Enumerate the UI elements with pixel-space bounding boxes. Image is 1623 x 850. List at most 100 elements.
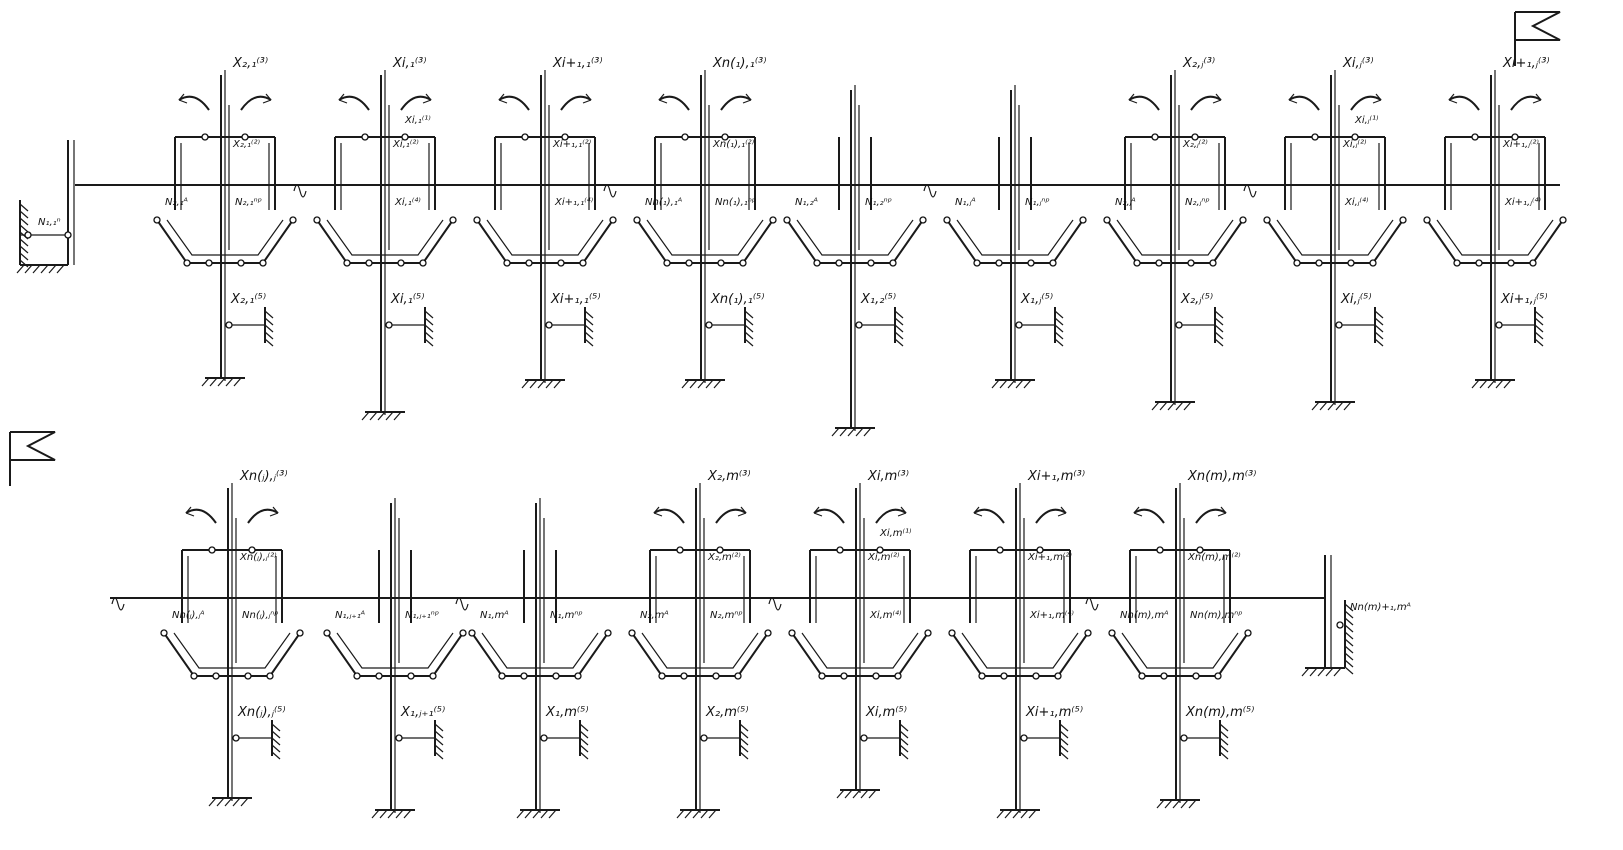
hinge-node: [1214, 672, 1222, 680]
hinge-node: [323, 629, 331, 637]
wall-support: [1059, 720, 1069, 760]
hinge-node: [1175, 321, 1183, 329]
label-n-right: Xi+₁,₁⁽⁴⁾: [554, 196, 594, 208]
hinge-node: [1103, 216, 1111, 224]
moment-arrow-icon: [178, 93, 210, 111]
label-x2: Xi,ⱼ⁽²⁾: [1342, 139, 1367, 150]
label-x2: Xi,₁⁽²⁾: [392, 139, 419, 150]
wall-support: [1344, 600, 1354, 675]
break-mark: [1085, 597, 1099, 611]
moment-arrow-icon: [1350, 93, 1382, 111]
label-n-right: N₁,₂ⁿᵖ: [865, 197, 892, 208]
hinge-node: [628, 629, 636, 637]
label-x2: Xn(₁),₁⁽²⁾: [712, 139, 755, 150]
hinge-node: [973, 259, 981, 267]
moment-arrow-icon: [813, 506, 845, 524]
label-n-right: N₂,₁ⁿᵖ: [235, 197, 262, 208]
moment-arrow-icon: [1510, 93, 1542, 111]
hinge-node: [1239, 216, 1247, 224]
hinge-node: [867, 259, 875, 267]
hinge-node: [712, 672, 720, 680]
hinge-node: [1315, 259, 1323, 267]
label-n-right: Nn(₁),₁ⁿᵖ: [715, 197, 756, 208]
hopper: [326, 632, 464, 677]
hinge-node: [375, 672, 383, 680]
hinge-node: [153, 216, 161, 224]
moment-arrow-icon: [338, 93, 370, 111]
hinge-node: [1529, 259, 1537, 267]
hinge-node: [1155, 259, 1163, 267]
wall-support: [744, 307, 754, 347]
hinge-node: [835, 259, 843, 267]
hinge-node: [241, 133, 249, 141]
moment-arrow-icon: [715, 506, 747, 524]
hopper: [631, 632, 769, 677]
label-x5: Xn(₁),₁⁽⁵⁾: [710, 292, 764, 307]
moment-arrow-icon: [875, 506, 907, 524]
hinge-node: [716, 546, 724, 554]
ground-support: [208, 797, 252, 807]
hopper: [336, 632, 454, 669]
moment-arrow-icon: [498, 93, 530, 111]
hinge-node: [64, 231, 72, 239]
hinge-node: [764, 629, 772, 637]
hinge-node: [840, 672, 848, 680]
ground-support: [996, 809, 1040, 819]
label-n-right: N₁,ⱼⁿᵖ: [1025, 197, 1050, 208]
hinge-node: [1453, 259, 1461, 267]
ground-support: [361, 411, 405, 421]
hinge-node: [468, 629, 476, 637]
hinge-node: [449, 216, 457, 224]
label-x3: Xi+₁,₁⁽³⁾: [552, 56, 603, 71]
hopper: [163, 632, 301, 677]
moment-arrow-icon: [653, 506, 685, 524]
hopper: [1266, 219, 1404, 264]
label-n-right: N₁,ⱼ₊₁ⁿᵖ: [405, 610, 439, 621]
hinge-node: [855, 321, 863, 329]
label-n-right: N₂,mⁿᵖ: [710, 610, 743, 621]
wall-support: [1214, 307, 1224, 347]
hinge-node: [237, 259, 245, 267]
hinge-node: [1054, 672, 1062, 680]
ground-support: [676, 809, 720, 819]
moment-arrow-icon: [1128, 93, 1160, 111]
ground-support: [16, 264, 68, 274]
hinge-node: [1293, 259, 1301, 267]
label-n-left: N₂,ⱼᴬ: [1115, 197, 1136, 208]
hinge-node: [783, 216, 791, 224]
label-x2: X₂,ⱼ⁽²⁾: [1182, 139, 1208, 150]
label-x5: Xi+₁,₁⁽⁵⁾: [550, 292, 601, 307]
hinge-node: [24, 231, 32, 239]
hinge-node: [681, 133, 689, 141]
wall-support: [899, 720, 909, 760]
hinge-node: [365, 259, 373, 267]
hopper: [486, 219, 604, 256]
hinge-node: [609, 216, 617, 224]
hinge-node: [353, 672, 361, 680]
hinge-node: [813, 259, 821, 267]
hinge-node: [401, 133, 409, 141]
label-x3: X₂,₁⁽³⁾: [232, 56, 268, 71]
hinge-node: [818, 672, 826, 680]
hinge-node: [503, 259, 511, 267]
moment-arrow-icon: [247, 506, 279, 524]
label-x3: Xi,m⁽³⁾: [867, 469, 909, 484]
hinge-node: [1192, 672, 1200, 680]
label-x2: X₂,₁⁽²⁾: [232, 139, 261, 150]
hopper: [951, 632, 1089, 677]
hopper: [1121, 632, 1239, 669]
hinge-node: [876, 546, 884, 554]
label-x3: Xn(m),m⁽³⁾: [1187, 469, 1256, 484]
label-x3: Xn(ⱼ),ⱼ⁽³⁾: [239, 469, 288, 484]
hinge-node: [705, 321, 713, 329]
moment-arrow-icon: [560, 93, 592, 111]
hinge-node: [1138, 672, 1146, 680]
hinge-node: [978, 672, 986, 680]
hopper: [786, 219, 924, 264]
ground-support: [991, 379, 1035, 389]
wall-support: [1054, 307, 1064, 347]
label-x5: X₂,m⁽⁵⁾: [705, 705, 749, 720]
hinge-node: [680, 672, 688, 680]
hopper: [641, 632, 759, 669]
